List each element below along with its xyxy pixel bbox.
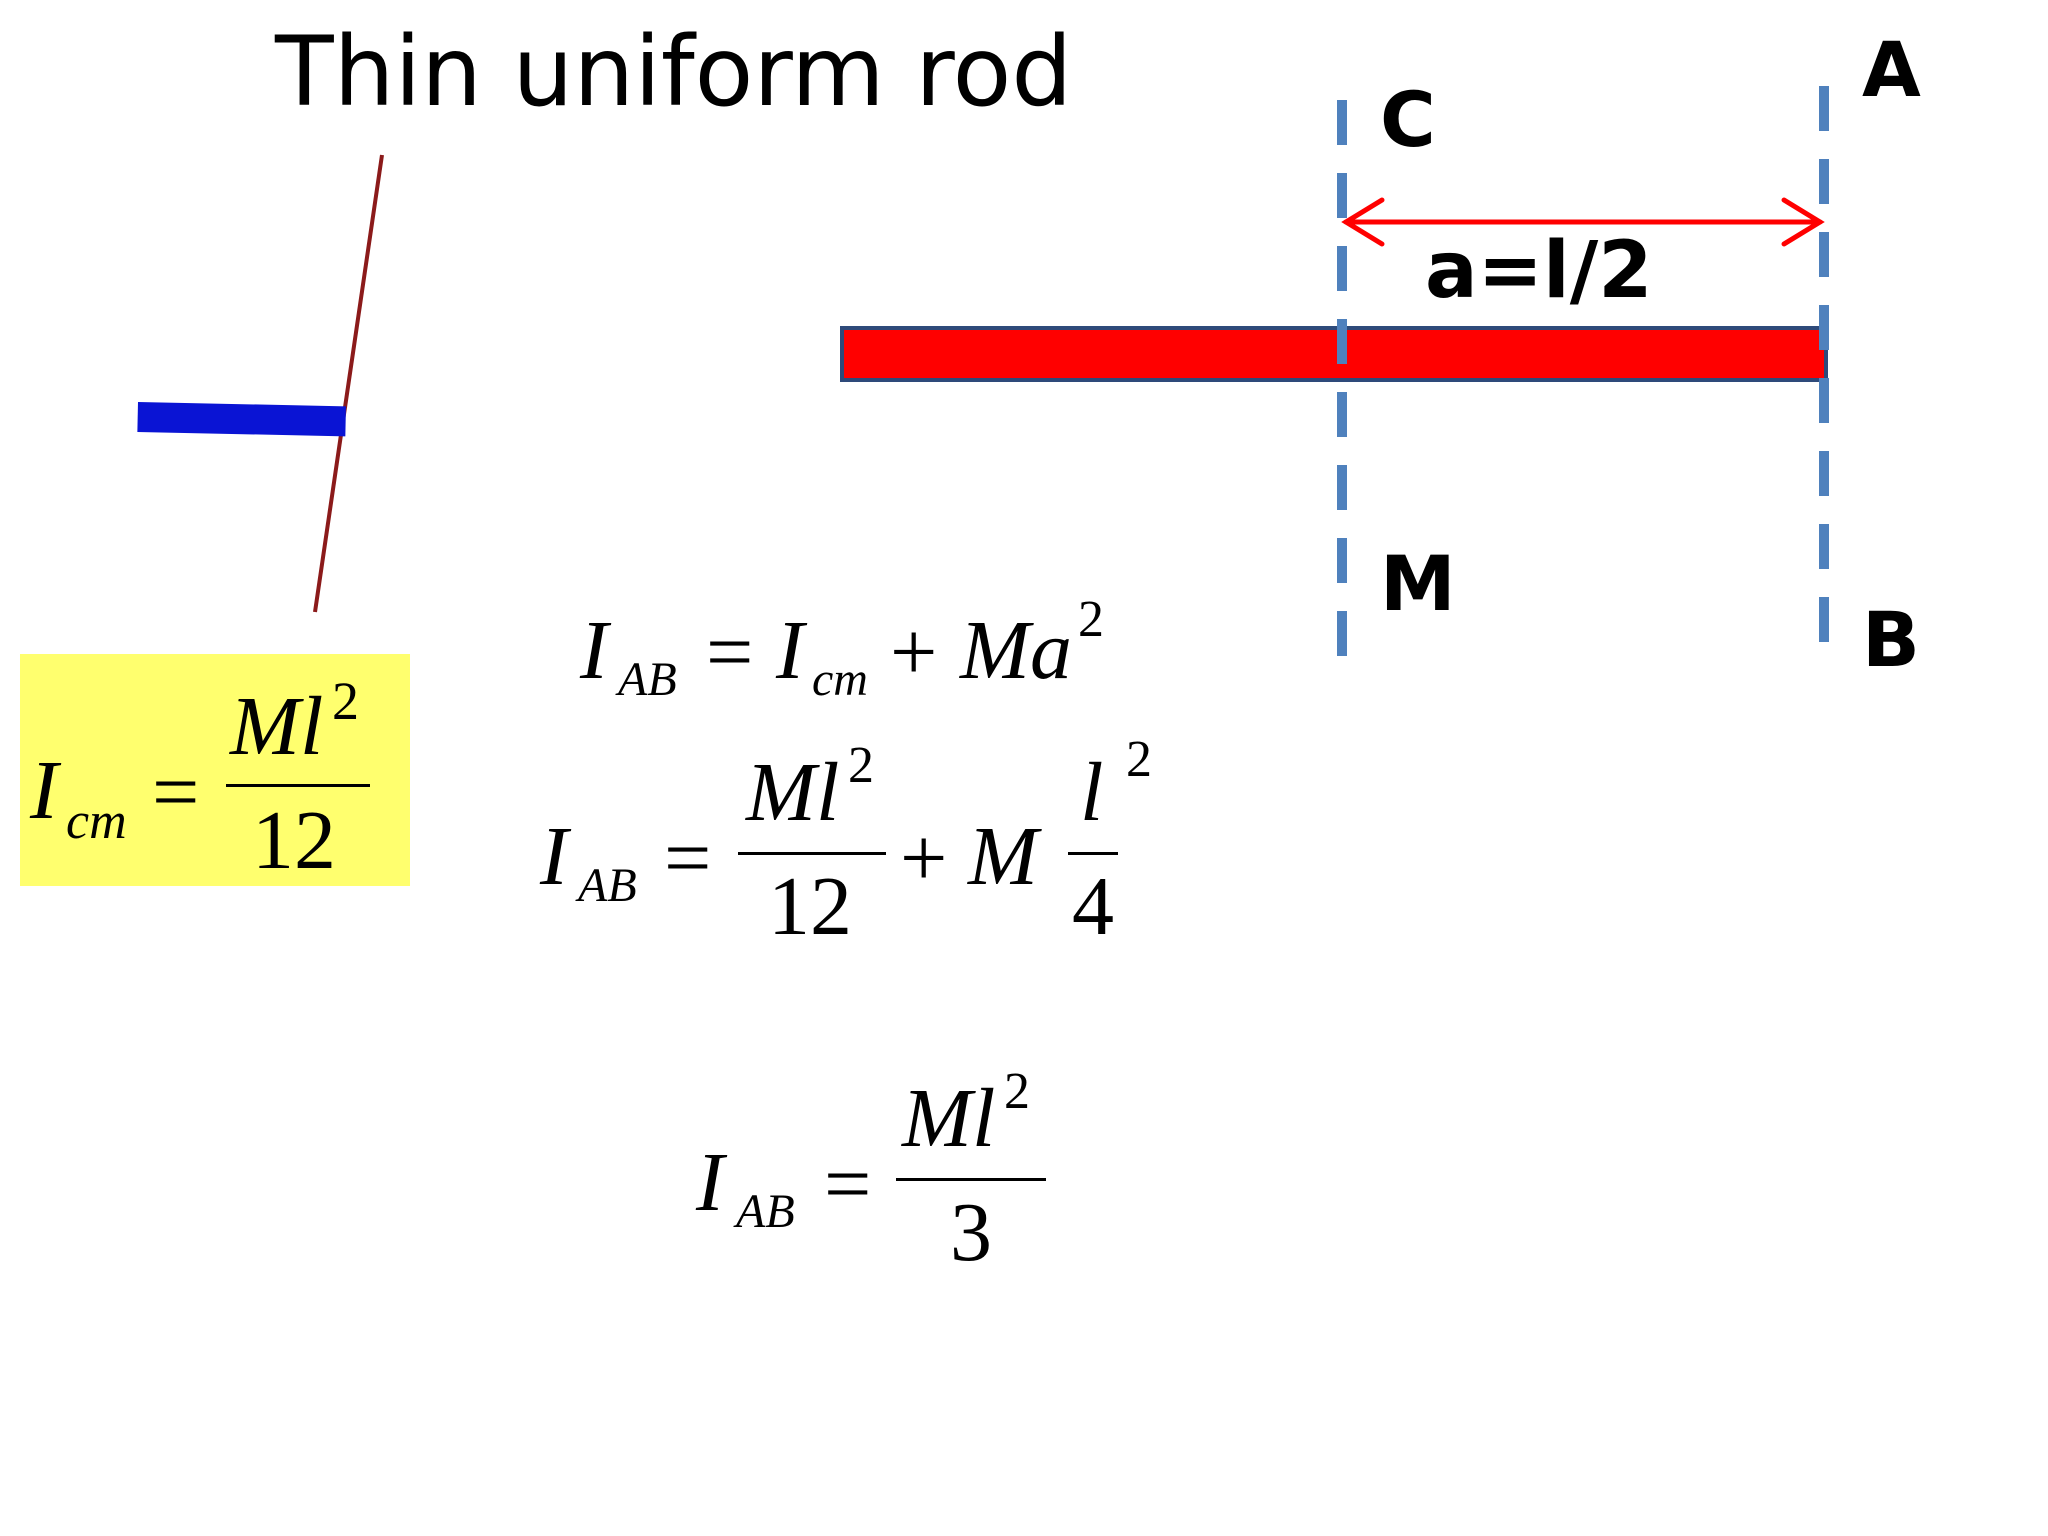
eq2-mass: M (968, 810, 1038, 903)
eq3-numerator: Ml (902, 1072, 996, 1165)
blue-rotation-bar (137, 402, 346, 437)
eq1-lhs-sub: AB (618, 653, 677, 706)
eq3-numerator-sup: 2 (1004, 1063, 1030, 1120)
eq3-denominator: 3 (950, 1186, 992, 1279)
eq2-frac2-bar (1068, 852, 1118, 855)
eq1-term1: I (776, 604, 804, 697)
eq2-fraction-bar (738, 852, 886, 855)
icm-numerator-sup: 2 (332, 671, 359, 731)
slide-title: Thin uniform rod (275, 16, 1073, 128)
icm-lhs-sub: cm (66, 793, 127, 850)
eq1-plus: + (890, 606, 938, 699)
eq2-frac2-denominator: 4 (1072, 860, 1114, 953)
red-rod (840, 326, 1828, 382)
eq2-frac2-numerator: l (1080, 746, 1104, 839)
label-m: M (1380, 539, 1456, 628)
thin-rod-line (313, 154, 384, 613)
eq1-term2: Ma (960, 604, 1072, 697)
icm-fraction-bar (226, 784, 370, 787)
eq2-plus: + (900, 812, 948, 905)
eq1-lhs: I (580, 604, 608, 697)
label-c: C (1380, 75, 1436, 164)
eq2-numerator: Ml (746, 746, 840, 839)
eq2-lhs-sub: AB (578, 859, 637, 912)
eq2-numerator-sup: 2 (848, 737, 874, 794)
label-b: B (1862, 595, 1920, 684)
eq3-lhs-sub: AB (736, 1185, 795, 1238)
distance-label: a=l/2 (1425, 226, 1653, 316)
eq1-term1-sub: cm (812, 653, 868, 706)
eq1-term2-sup: 2 (1078, 591, 1104, 648)
label-a: A (1862, 25, 1921, 114)
icm-denominator: 12 (252, 794, 336, 887)
eq3-fraction-bar (896, 1178, 1046, 1181)
icm-highlight-box (20, 654, 410, 886)
eq1-equals: = (706, 606, 754, 699)
eq3-lhs: I (696, 1136, 724, 1229)
eq2-denominator: 12 (768, 860, 852, 953)
eq2-equals: = (664, 812, 712, 905)
eq3-equals: = (824, 1138, 872, 1231)
eq2-frac2-sup: 2 (1126, 731, 1152, 788)
icm-equals: = (152, 746, 200, 839)
icm-numerator: Ml (230, 680, 324, 773)
icm-lhs: I (30, 744, 58, 837)
eq2-lhs: I (540, 810, 568, 903)
distance-arrow (1341, 197, 1825, 247)
